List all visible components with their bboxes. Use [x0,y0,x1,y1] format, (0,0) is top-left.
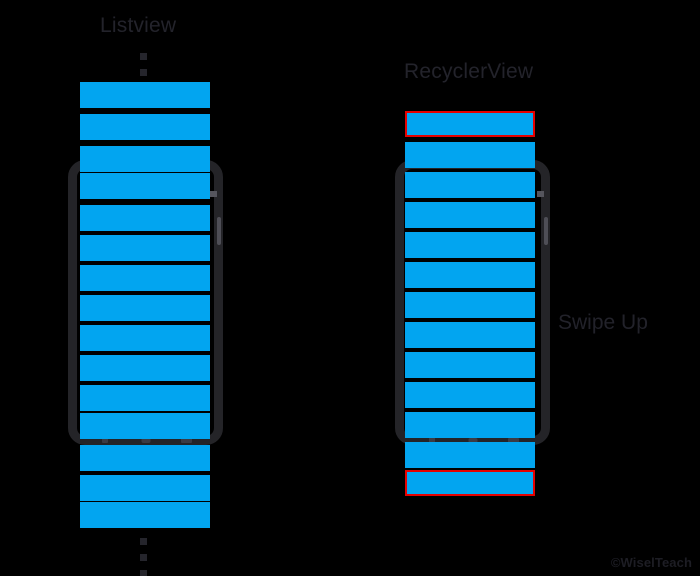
recyclerview-item[interactable] [405,352,535,378]
listview-item[interactable] [80,385,210,411]
recyclerview-item[interactable] [405,232,535,258]
listview-item[interactable] [80,235,210,261]
recyclerview-item[interactable] [405,292,535,318]
listview-item[interactable] [80,205,210,231]
phone-sensor-icon [537,191,544,197]
listview-item[interactable] [80,146,210,172]
nav-home-icon[interactable] [141,438,150,443]
recyclerview-item[interactable] [405,172,535,198]
listview-item[interactable] [80,325,210,351]
phone-side-button-icon[interactable] [544,217,548,245]
listview-item[interactable] [80,355,210,381]
recyclerview-item[interactable] [405,202,535,228]
recyclerview-item[interactable] [405,442,535,468]
recyclerview-item[interactable] [405,322,535,348]
listview-item[interactable] [80,173,210,199]
ellipsis-dot [140,69,147,76]
listview-item[interactable] [80,295,210,321]
ellipsis-dot [140,554,147,561]
listview-item[interactable] [80,413,210,439]
listview-item[interactable] [80,445,210,471]
swipe-up-label: Swipe Up [558,311,648,334]
nav-recents-icon[interactable] [181,438,193,443]
listview-item[interactable] [80,475,210,501]
nav-home-icon[interactable] [468,438,477,443]
recyclerview-item-recycled[interactable] [405,470,535,496]
nav-back-icon[interactable] [428,437,435,443]
recyclerview-item[interactable] [405,412,535,438]
phone-side-button-icon[interactable] [217,217,221,245]
listview-item[interactable] [80,502,210,528]
vertical-ellipsis-icon-bottom [140,538,148,576]
ellipsis-dot [140,53,147,60]
listview-item[interactable] [80,114,210,140]
phone-sensor-icon [210,191,217,197]
listview-item[interactable] [80,82,210,108]
nav-back-icon[interactable] [101,437,108,443]
watermark: ©WiselTeach [610,555,692,570]
recyclerview-item[interactable] [405,142,535,168]
ellipsis-dot [140,538,147,545]
recyclerview-item-recycled[interactable] [405,111,535,137]
listview-title: Listview [100,14,177,37]
recyclerview-item[interactable] [405,262,535,288]
listview-item[interactable] [80,265,210,291]
recyclerview-item[interactable] [405,382,535,408]
nav-recents-icon[interactable] [508,438,520,443]
recyclerview-title: RecyclerView [404,60,534,83]
ellipsis-dot [140,570,147,576]
